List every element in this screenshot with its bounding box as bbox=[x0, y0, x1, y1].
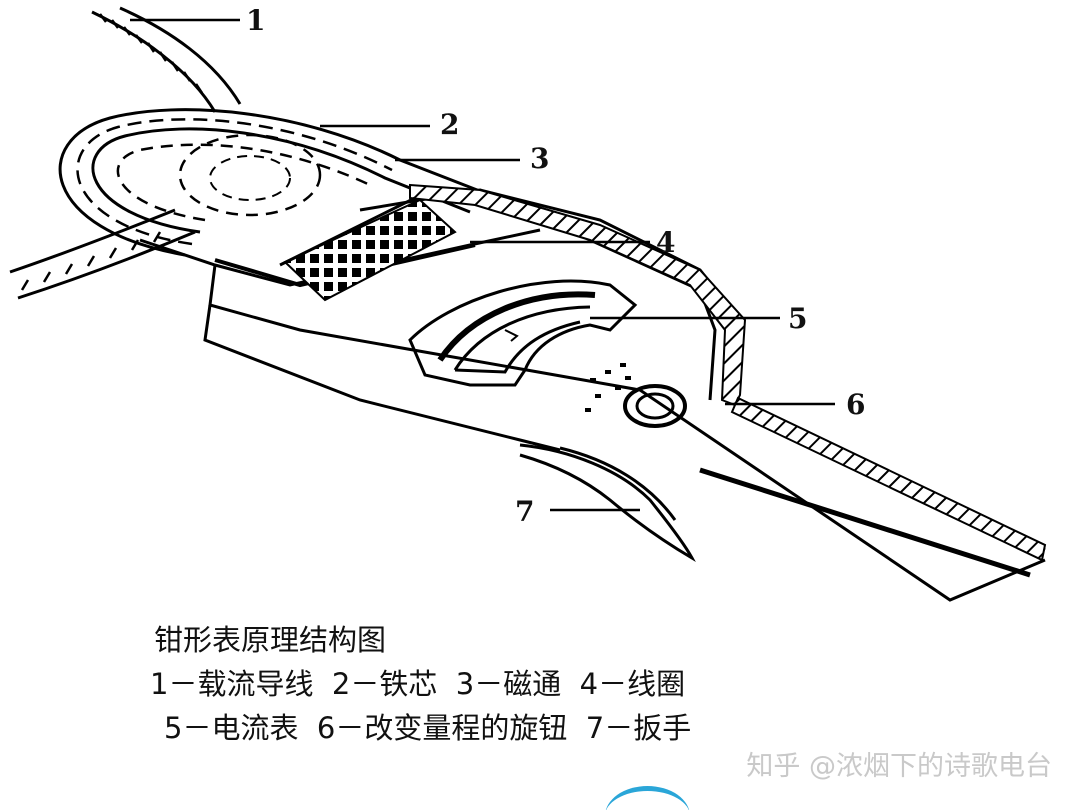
blue-arc-decoration bbox=[605, 786, 690, 810]
watermark: 知乎 @浓烟下的诗歌电台 bbox=[746, 751, 1052, 782]
clamp-meter-diagram: 1 2 3 4 5 6 7 bbox=[9, 4, 1047, 602]
leader-lines bbox=[130, 18, 835, 512]
clamp-body bbox=[139, 188, 1046, 602]
callout-1: 1 bbox=[246, 4, 265, 37]
caption: 钳形表原理结构图 1－载流导线 2－铁芯 3－磁通 4－线圈 5－电流表 6－改… bbox=[150, 618, 691, 750]
caption-legend-line-2: 5－电流表 6－改变量程的旋钮 7－扳手 bbox=[164, 711, 692, 745]
callout-6: 6 bbox=[846, 388, 865, 421]
caption-legend-line-1: 1－载流导线 2－铁芯 3－磁通 4－线圈 bbox=[150, 667, 686, 701]
callout-2: 2 bbox=[440, 108, 459, 141]
casing-stripe-upper bbox=[409, 183, 747, 407]
callout-7: 7 bbox=[515, 495, 534, 528]
conductor-wire bbox=[9, 6, 242, 300]
coil bbox=[279, 196, 457, 302]
callout-3: 3 bbox=[530, 142, 549, 175]
ammeter bbox=[408, 279, 638, 387]
range-knob bbox=[585, 363, 687, 428]
lever bbox=[519, 443, 696, 563]
callout-5: 5 bbox=[788, 302, 807, 335]
caption-title: 钳形表原理结构图 bbox=[154, 623, 387, 657]
iron-core bbox=[58, 108, 491, 257]
casing-stripe-lower bbox=[730, 396, 1047, 562]
callout-4: 4 bbox=[656, 226, 675, 259]
magnetic-flux-rings bbox=[178, 133, 322, 217]
